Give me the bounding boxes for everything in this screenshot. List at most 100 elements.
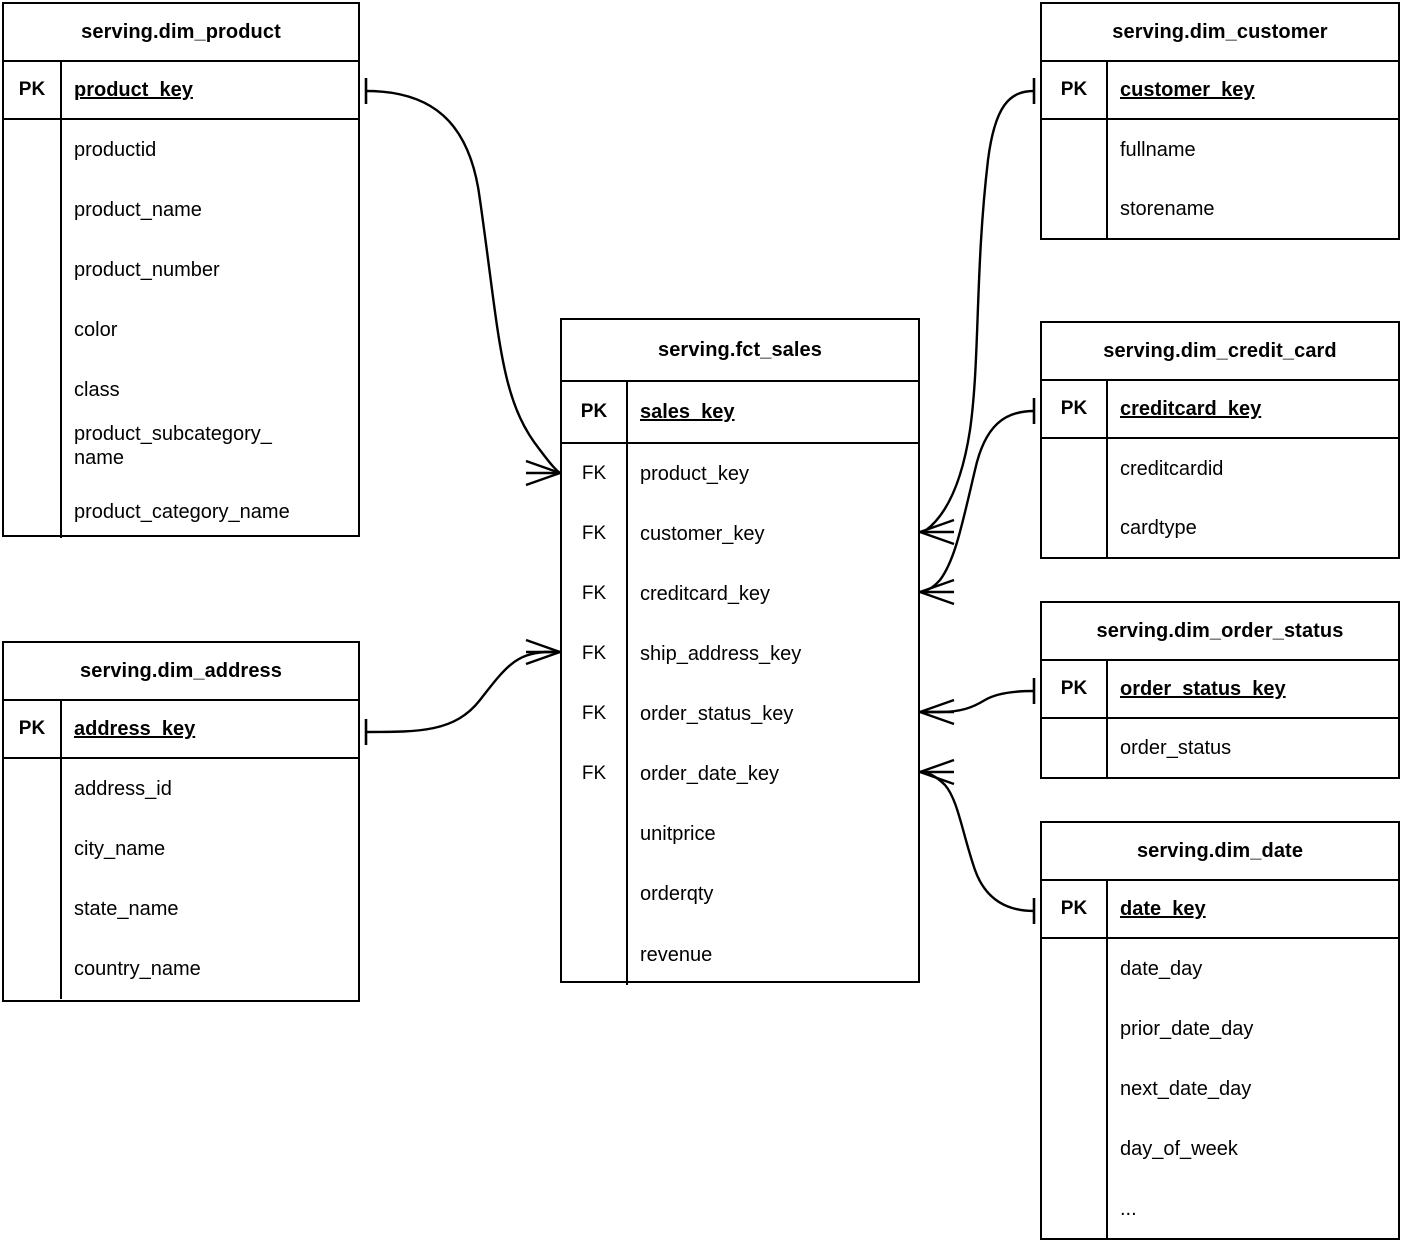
attribute-row[interactable]: storename [1042, 180, 1398, 238]
attribute-gutter [562, 864, 628, 924]
pk-badge-dim_date: PK [1042, 881, 1108, 937]
attribute-row[interactable]: unitprice [562, 804, 918, 864]
pk-field-dim_credit_card: creditcard_key [1120, 397, 1262, 420]
attribute-name: cardtype [1120, 517, 1197, 539]
pk-row-dim_product[interactable]: PK product_key [4, 62, 358, 120]
attribute-row[interactable]: product_subcategory_ name [4, 420, 358, 486]
attribute-row[interactable]: FK customer_key [562, 504, 918, 564]
attribute-gutter [4, 819, 62, 879]
fk-badge: FK [562, 444, 628, 504]
attribute-row[interactable]: date_day [1042, 939, 1398, 999]
attribute-gutter [562, 924, 628, 985]
attribute-name: state_name [74, 898, 179, 920]
attribute-row[interactable]: order_status [1042, 719, 1398, 777]
relationship-creditcard-to-sales [919, 398, 1036, 606]
relationship-customer-to-sales [919, 78, 1036, 546]
attribute-row[interactable]: ... [1042, 1179, 1398, 1239]
attribute-name: country_name [74, 958, 201, 980]
attribute-name: storename [1120, 198, 1215, 220]
relationship-line [919, 770, 1035, 913]
pk-row-dim_credit_card[interactable]: PK creditcard_key [1042, 381, 1398, 439]
relationship-orderstatus-to-sales [919, 678, 1036, 726]
attribute-row[interactable]: cardtype [1042, 499, 1398, 557]
pk-badge-dim_address: PK [4, 701, 62, 757]
attribute-row[interactable]: product_category_name [4, 486, 358, 538]
fk-badge: FK [562, 564, 628, 624]
attribute-row[interactable]: FK order_date_key [562, 744, 918, 804]
attribute-row[interactable]: revenue [562, 924, 918, 985]
fk-badge: FK [562, 624, 628, 684]
pk-field-dim_product: product_key [74, 78, 193, 101]
attribute-row[interactable]: country_name [4, 939, 358, 999]
attribute-gutter [1042, 719, 1108, 777]
attribute-row[interactable]: city_name [4, 819, 358, 879]
pk-badge-dim_product: PK [4, 62, 62, 118]
attribute-row[interactable]: address_id [4, 759, 358, 819]
attribute-name: order_date_key [640, 763, 779, 785]
attribute-gutter [4, 420, 62, 486]
cardinality-many-marker [919, 518, 955, 534]
attribute-gutter [1042, 439, 1108, 499]
entity-title-dim_date: serving.dim_date [1042, 823, 1398, 881]
cardinality-many-marker [919, 530, 955, 546]
attribute-row[interactable]: next_date_day [1042, 1059, 1398, 1119]
attribute-row[interactable]: day_of_week [1042, 1119, 1398, 1179]
pk-badge-dim_order_status: PK [1042, 661, 1108, 717]
relationship-line [920, 689, 1035, 714]
entity-title-dim_credit_card: serving.dim_credit_card [1042, 323, 1398, 381]
attribute-name: unitprice [640, 823, 716, 845]
attribute-row[interactable]: state_name [4, 879, 358, 939]
attribute-name: orderqty [640, 883, 714, 905]
attribute-name: creditcard_key [640, 583, 771, 605]
attribute-list-dim_order_status: order_status [1042, 719, 1398, 777]
attribute-row[interactable]: FK order_status_key [562, 684, 918, 744]
attribute-name: date_day [1120, 958, 1203, 980]
entity-title-fct_sales: serving.fct_sales [562, 320, 918, 382]
fk-badge: FK [562, 744, 628, 804]
attribute-row[interactable]: orderqty [562, 864, 918, 924]
attribute-gutter [1042, 999, 1108, 1059]
attribute-row[interactable]: product_number [4, 240, 358, 300]
attribute-row[interactable]: prior_date_day [1042, 999, 1398, 1059]
attribute-row[interactable]: fullname [1042, 120, 1398, 180]
attribute-name: class [74, 379, 120, 401]
attribute-name: ship_address_key [640, 643, 802, 665]
pk-row-dim_order_status[interactable]: PK order_status_key [1042, 661, 1398, 719]
attribute-name: customer_key [640, 523, 765, 545]
attribute-row[interactable]: FK creditcard_key [562, 564, 918, 624]
attribute-name: product_subcategory_ name [74, 423, 272, 469]
entity-title-dim_order_status: serving.dim_order_status [1042, 603, 1398, 661]
relationship-date-to-sales [919, 758, 1036, 924]
pk-badge-dim_credit_card: PK [1042, 381, 1108, 437]
attribute-gutter [4, 759, 62, 819]
attribute-row[interactable]: creditcardid [1042, 439, 1398, 499]
attribute-name: productid [74, 139, 157, 161]
attribute-row[interactable]: productid [4, 120, 358, 180]
attribute-name: prior_date_day [1120, 1018, 1254, 1040]
pk-field-dim_order_status: order_status_key [1120, 677, 1286, 700]
attribute-gutter [562, 804, 628, 864]
fk-badge: FK [562, 504, 628, 564]
relationship-line [919, 409, 1035, 594]
attribute-row[interactable]: FK ship_address_key [562, 624, 918, 684]
attribute-gutter [1042, 1119, 1108, 1179]
attribute-name: order_status_key [640, 703, 794, 725]
attribute-row[interactable]: product_name [4, 180, 358, 240]
attribute-row[interactable]: class [4, 360, 358, 420]
fk-badge: FK [562, 684, 628, 744]
attribute-row[interactable]: color [4, 300, 358, 360]
